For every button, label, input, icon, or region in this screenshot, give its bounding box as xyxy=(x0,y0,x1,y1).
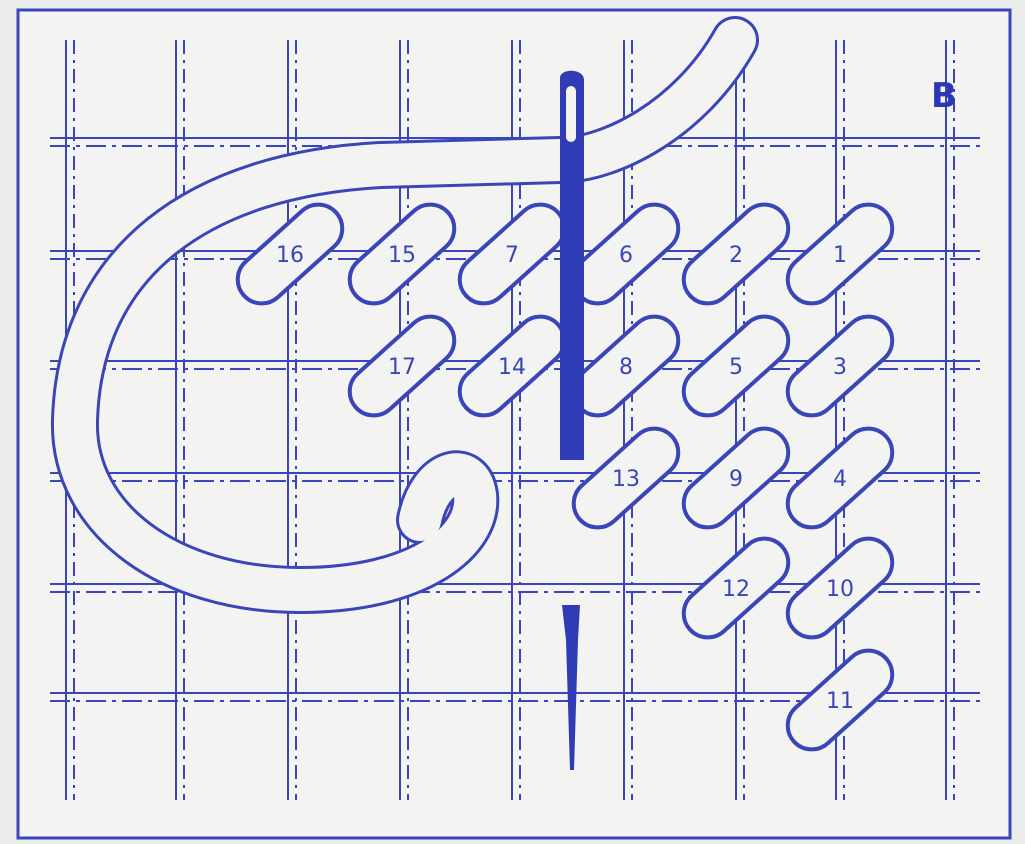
stitch-number: 8 xyxy=(619,355,633,380)
stitch-number: 10 xyxy=(826,577,854,602)
stitch-number: 4 xyxy=(833,467,847,492)
stitch-number: 17 xyxy=(388,355,416,380)
stitch-number: 9 xyxy=(729,467,743,492)
stitch-number: 16 xyxy=(276,243,304,268)
stitch-number: 2 xyxy=(729,243,743,268)
stitch-number: 1 xyxy=(833,243,847,268)
stitch-number: 13 xyxy=(612,467,640,492)
stitch-number: 3 xyxy=(833,355,847,380)
stitch-number: 14 xyxy=(498,355,526,380)
stitch-number: 15 xyxy=(388,243,416,268)
stitch-number: 5 xyxy=(729,355,743,380)
stitch-number: 7 xyxy=(505,243,519,268)
stitch-number: 6 xyxy=(619,243,633,268)
panel-label: B xyxy=(931,76,957,116)
stitch-number: 12 xyxy=(722,577,750,602)
stitch-number: 11 xyxy=(826,689,854,714)
